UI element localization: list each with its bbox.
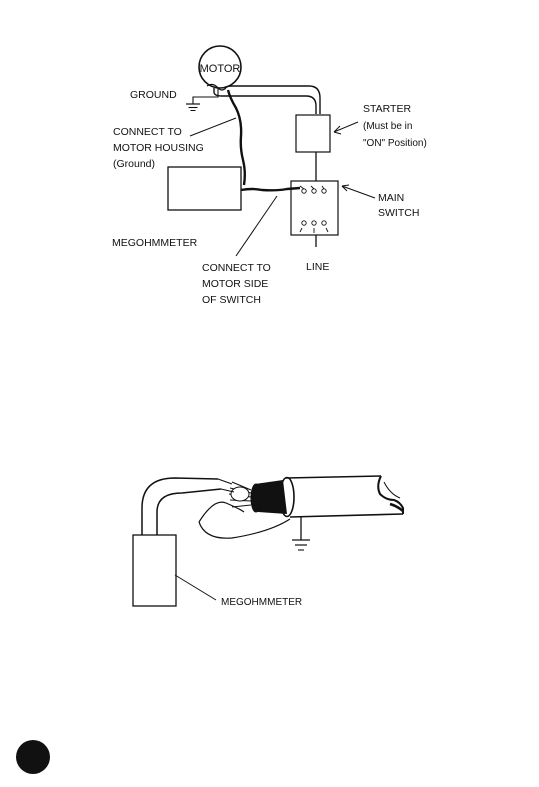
connect-housing-line-3: (Ground) xyxy=(113,158,155,170)
main-switch-line-2: SWITCH xyxy=(378,207,419,219)
starter-line-1: STARTER xyxy=(363,103,411,115)
starter-line-3: "ON" Position) xyxy=(363,138,427,149)
meter-lead-outer xyxy=(142,478,218,535)
starter-line-2: (Must be in xyxy=(363,121,412,132)
megohmmeter-label: MEGOHMMETER xyxy=(112,237,198,249)
connect-housing-line-1: CONNECT TO xyxy=(113,126,182,138)
connect-housing-line-2: MOTOR HOUSING xyxy=(113,142,204,154)
line-label: LINE xyxy=(306,261,329,273)
diagram-cable-test xyxy=(133,476,403,606)
motor-lead-inner xyxy=(226,86,320,114)
page-marker-circle xyxy=(16,740,50,774)
meter-lead-tips xyxy=(218,479,234,492)
pointer-main-switch xyxy=(342,185,375,198)
connect-switch-line-2: MOTOR SIDE xyxy=(202,278,268,290)
main-switch-line-1: MAIN xyxy=(378,192,404,204)
cable-top-edge xyxy=(286,476,381,478)
cable-cut-detail xyxy=(384,482,400,498)
ground-label: GROUND xyxy=(130,89,177,101)
motor-label: MOTOR xyxy=(200,63,241,75)
switch-contacts-bottom xyxy=(300,221,328,233)
megohmmeter-lead-housing xyxy=(228,90,245,185)
megohmmeter-label-2: MEGOHMMETER xyxy=(221,597,302,608)
switch-contacts-top xyxy=(300,186,326,193)
pointer-housing xyxy=(190,118,236,136)
pointer-switch xyxy=(236,196,277,256)
conductor-bundle xyxy=(231,487,249,501)
cable-bottom-edge xyxy=(290,514,403,517)
pointer-starter xyxy=(334,122,358,134)
insulation-band-end xyxy=(251,484,261,512)
ground-lead-upper xyxy=(199,502,244,522)
diagram-motor-test-labels: GROUND CONNECT TO MOTOR HOUSING (Ground)… xyxy=(112,89,427,306)
meter-lead-inner xyxy=(157,489,221,535)
ground-lead-lower xyxy=(199,519,290,538)
megohmmeter-box xyxy=(168,167,241,210)
megohmmeter-box-2 xyxy=(133,535,176,606)
connect-switch-line-1: CONNECT TO xyxy=(202,262,271,274)
pointer-megohmmeter-2 xyxy=(175,575,216,600)
diagram-cable-test-labels: MEGOHMMETER xyxy=(221,597,302,608)
connect-switch-line-3: OF SWITCH xyxy=(202,294,261,306)
starter-box xyxy=(296,115,330,152)
